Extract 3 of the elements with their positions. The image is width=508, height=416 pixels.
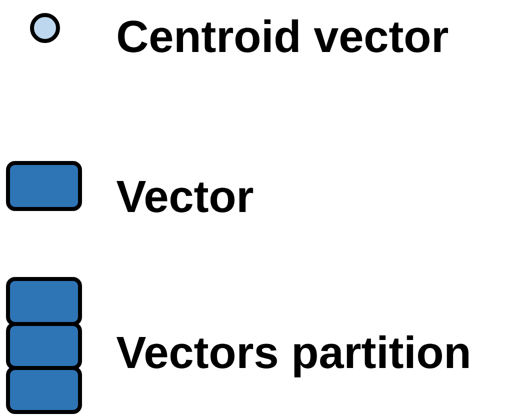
legend-label: Centroid vector: [118, 19, 448, 52]
legend-label: Vectors partition: [116, 335, 468, 378]
legend-label: Vector: [116, 181, 254, 212]
